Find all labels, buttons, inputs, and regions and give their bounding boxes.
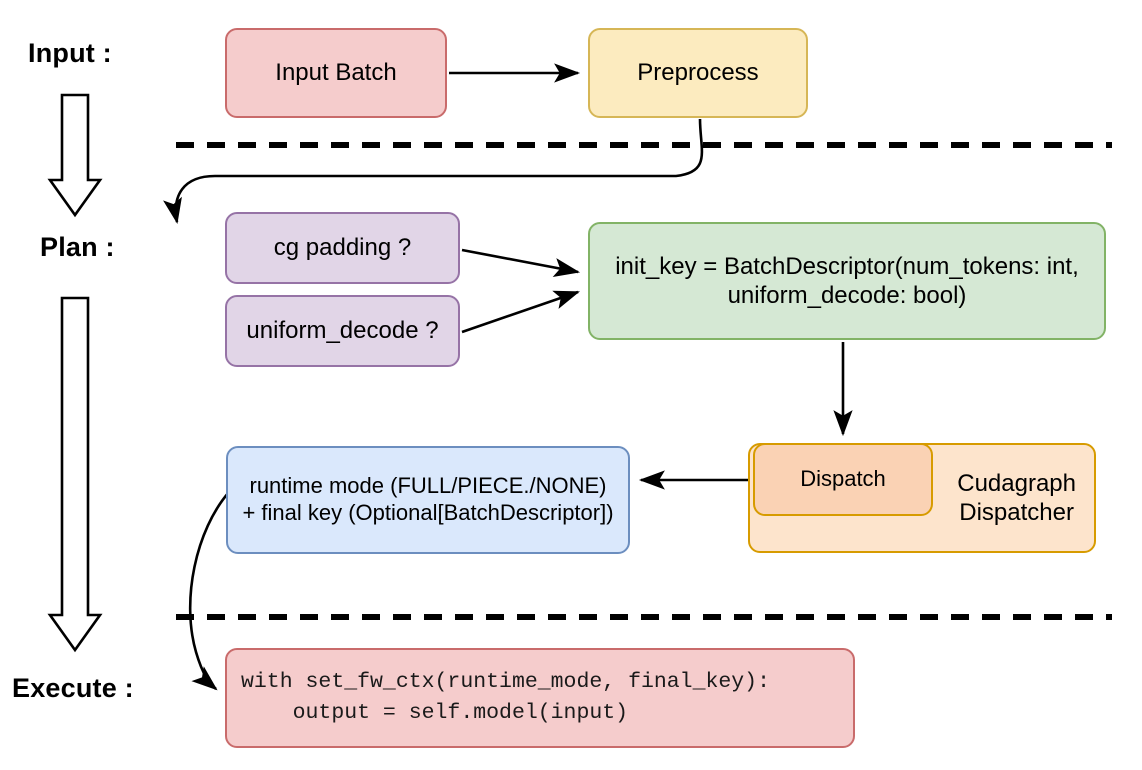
node-runtime-mode-label: runtime mode (FULL/PIECE./NONE) + final … [242, 473, 614, 525]
node-uniform-decode-label: uniform_decode ? [246, 317, 439, 345]
node-preprocess[interactable]: Preprocess [588, 28, 808, 118]
node-init-key-label: init_key = BatchDescriptor(num_tokens: i… [615, 252, 1079, 309]
stage-arrow-plan-to-execute [47, 296, 103, 653]
node-cg-padding-label: cg padding ? [273, 234, 412, 262]
node-init-key[interactable]: init_key = BatchDescriptor(num_tokens: i… [588, 222, 1106, 340]
node-execute-code[interactable]: with set_fw_ctx(runtime_mode, final_key)… [225, 648, 855, 748]
node-input-batch[interactable]: Input Batch [225, 28, 447, 118]
node-cg-padding[interactable]: cg padding ? [225, 212, 460, 284]
edge-preprocess-to-cg-padding [163, 118, 704, 225]
stage-arrow-input-to-plan [47, 93, 103, 218]
stage-label-execute: Execute : [12, 673, 134, 703]
node-cudagraph-dispatcher-label: Cudagraph Dispatcher [957, 469, 1076, 526]
node-dispatch-label: Dispatch [800, 466, 886, 492]
stage-label-input: Input : [28, 38, 112, 68]
edge-uniform-decode-to-init-key [461, 290, 580, 334]
edge-cg-padding-to-init-key [461, 248, 581, 277]
node-input-batch-label: Input Batch [275, 59, 397, 87]
edge-runtime-mode-to-execute-code [188, 491, 230, 691]
node-execute-code-label: with set_fw_ctx(runtime_mode, final_key)… [241, 670, 770, 725]
stage-label-plan: Plan : [40, 232, 115, 262]
node-runtime-mode[interactable]: runtime mode (FULL/PIECE./NONE) + final … [226, 446, 630, 554]
node-preprocess-label: Preprocess [637, 59, 759, 87]
node-dispatch[interactable]: Dispatch [753, 443, 933, 516]
node-uniform-decode[interactable]: uniform_decode ? [225, 295, 460, 367]
